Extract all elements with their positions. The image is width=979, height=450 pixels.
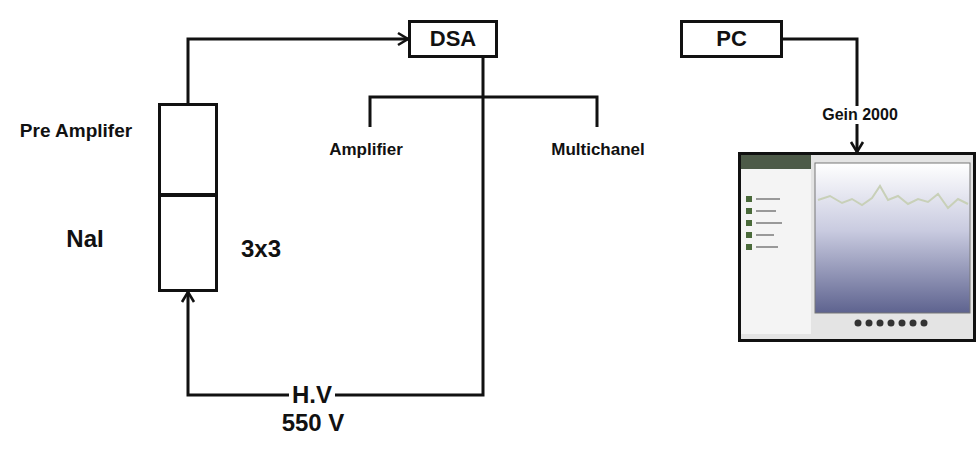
control-dots [855, 320, 928, 327]
module-label: Amplifier [296, 140, 436, 160]
connector-line [188, 39, 408, 103]
side-panel [741, 169, 811, 334]
process-box: PC [680, 20, 783, 58]
preamplifier-box: Pre Amplifer [158, 103, 218, 196]
panel-rows [756, 199, 782, 247]
spectrum-plot [815, 163, 970, 313]
box-title: DSA [430, 26, 476, 51]
software-name: Gein 2000 [795, 106, 925, 124]
spectrum-line [818, 186, 968, 208]
box-title: PC [716, 26, 747, 51]
panel-icons [746, 196, 752, 250]
module-label: Multichanel [528, 140, 668, 160]
software-screen: Gein 2000 [738, 152, 976, 342]
connector-line [783, 39, 857, 152]
voltage-label: 550 V [258, 409, 368, 437]
part-name: NaI [49, 225, 121, 253]
part-name: Pre Amplifer [11, 120, 141, 142]
edge-label: H.V [289, 382, 335, 408]
screen-ground [741, 155, 973, 339]
dimension-label: 3x3 [241, 235, 311, 263]
process-box: DSA [408, 20, 498, 58]
connector-line [188, 58, 483, 395]
software-screenshot [741, 155, 973, 339]
toolbar [741, 155, 811, 169]
detector-box: NaI3x3 [158, 194, 218, 292]
